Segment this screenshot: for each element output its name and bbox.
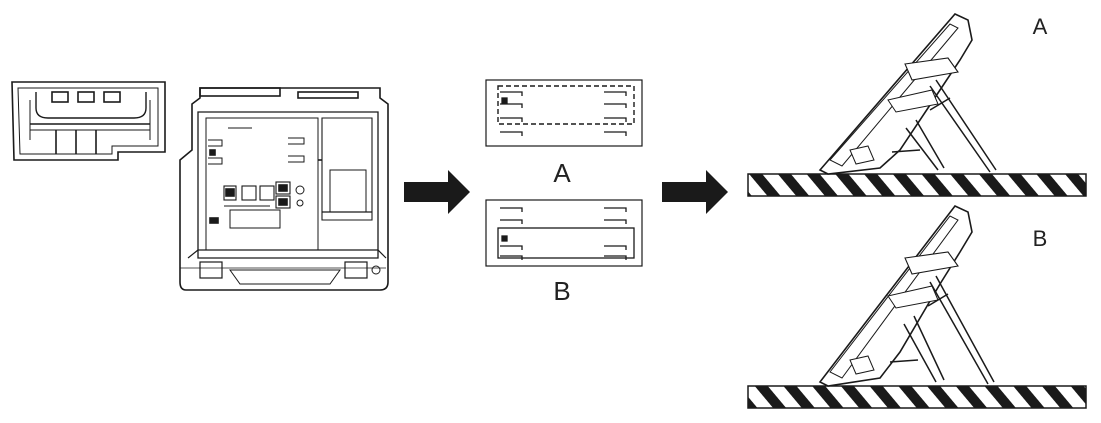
phone-stand-icon (11, 81, 166, 161)
phone-base-icon (179, 87, 389, 291)
mounted-phone-b (747, 205, 1087, 409)
slot-diagram-b (485, 199, 643, 267)
arrow-right-icon (662, 170, 728, 214)
panel-label-b: B (553, 276, 570, 306)
mounted-phone-a (747, 13, 1087, 197)
slot-diagram-a (485, 79, 643, 147)
mount-label-b: B (1033, 226, 1048, 251)
mount-label-a: A (1033, 14, 1048, 39)
arrow-right-icon (404, 170, 470, 214)
panel-label-a: A (553, 158, 571, 188)
